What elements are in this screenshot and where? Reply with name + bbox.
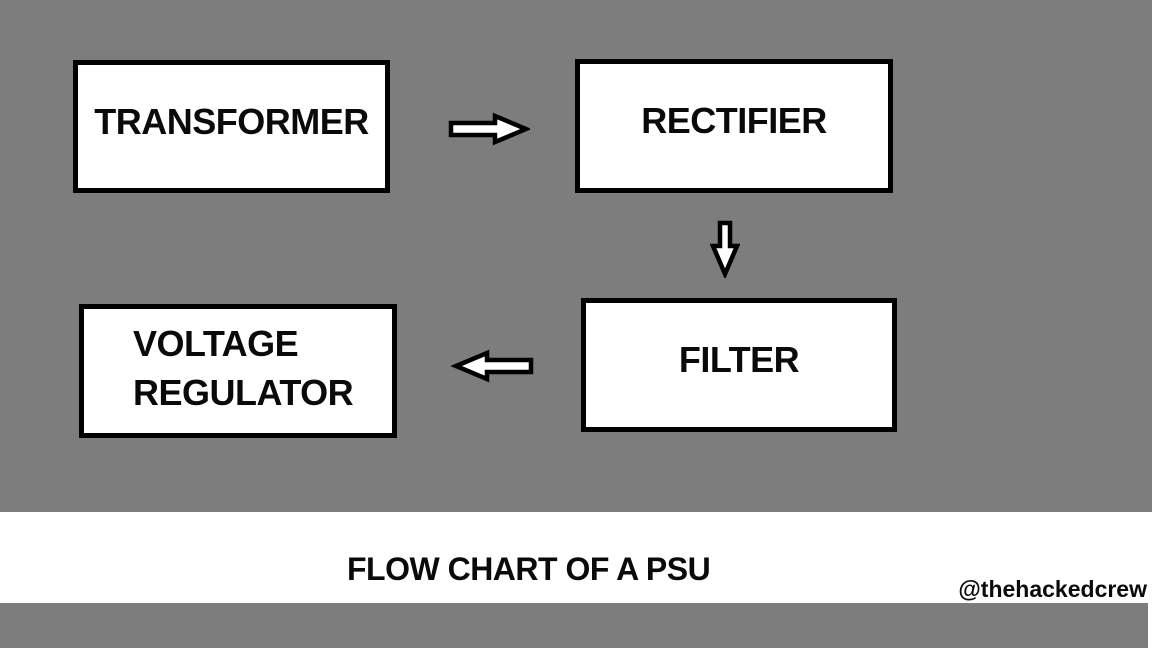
flow-box-voltage-regulator: VOLTAGE REGULATOR <box>79 304 397 438</box>
flow-box-voltage-regulator-label-line2: REGULATOR <box>133 372 354 413</box>
arrow-left-icon <box>450 349 534 383</box>
credit-watermark: @thehackedcrew <box>958 576 1147 602</box>
flow-box-transformer-label: TRANSFORMER <box>94 100 369 142</box>
flow-box-transformer: TRANSFORMER <box>73 60 390 193</box>
page-title: FLOW CHART OF A PSU <box>347 551 711 587</box>
flow-box-rectifier: RECTIFIER <box>575 59 893 193</box>
flow-box-voltage-regulator-label-line1: VOLTAGE <box>133 323 299 364</box>
flow-box-filter: FILTER <box>581 298 897 432</box>
arrow-right-icon <box>448 112 530 146</box>
bottom-strip <box>0 603 1148 648</box>
flow-box-rectifier-label: RECTIFIER <box>641 100 827 141</box>
arrow-down-icon <box>710 220 740 278</box>
flow-box-filter-label: FILTER <box>678 339 800 380</box>
